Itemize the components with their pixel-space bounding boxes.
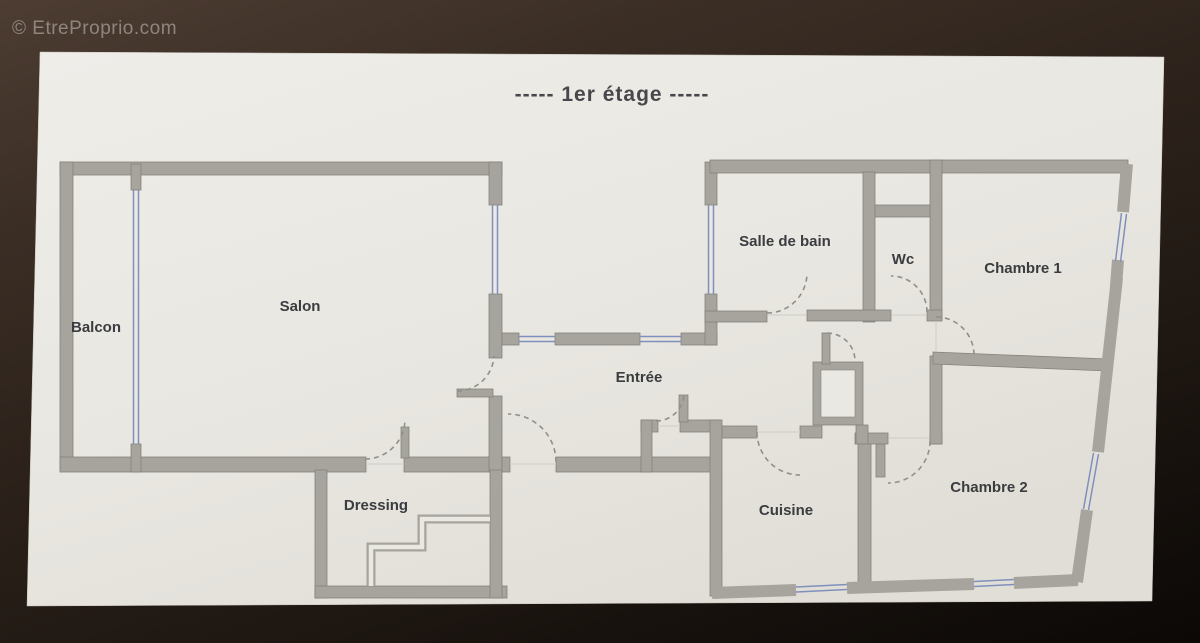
door-arc-chambre2 — [887, 440, 931, 484]
door-arc-salon — [456, 355, 495, 392]
wall-segment — [314, 469, 328, 599]
room-label-cuisine: Cuisine — [759, 502, 813, 519]
doors — [364, 272, 975, 484]
wall-segment — [501, 332, 520, 346]
wall-segment — [711, 584, 797, 599]
wall-segment — [130, 443, 142, 473]
room-label-salle-de-bain: Salle de bain — [739, 233, 831, 250]
wall-segment — [874, 204, 934, 218]
hall-closet-interior — [820, 369, 856, 418]
wall-segment — [555, 456, 718, 473]
wall-segment — [640, 419, 653, 473]
window-chambre2-bottom — [973, 578, 1015, 583]
walls — [59, 159, 1133, 599]
wall-segment — [1117, 163, 1133, 213]
wall-segment — [806, 309, 892, 322]
door-arc-hallway — [826, 332, 856, 362]
window-cuisine-bottom — [795, 583, 848, 588]
room-label-balcon: Balcon — [71, 319, 121, 336]
plan-sheet — [26, 51, 1165, 607]
plan-title: ----- 1er étage ----- — [515, 83, 710, 106]
room-label-salon: Salon — [280, 298, 321, 315]
wall-segment — [857, 443, 872, 593]
door-arc-salle-de-bain — [766, 272, 808, 314]
wall-segment — [1013, 574, 1079, 589]
door-thresholds — [366, 314, 937, 465]
wall-segment — [704, 310, 768, 323]
stairs-tread — [368, 516, 490, 586]
window-chambre1 — [1119, 213, 1128, 263]
door-arc-chambre1 — [935, 316, 975, 356]
watermark: © EtreProprio.com — [12, 18, 178, 39]
window-chambre2-right — [1087, 453, 1100, 511]
wall-segment — [929, 159, 943, 321]
window-cuisine-bottom — [795, 588, 848, 593]
wall-segment — [1071, 509, 1093, 583]
wall-segment — [554, 332, 641, 346]
room-label-chambre1: Chambre 1 — [984, 260, 1062, 277]
windows — [132, 190, 1128, 593]
window-chambre1 — [1114, 212, 1123, 262]
dressing-stairs — [366, 514, 490, 586]
room-label-dressing: Dressing — [344, 497, 408, 514]
wall-segment — [854, 432, 889, 445]
room-label-entree: Entrée — [616, 369, 663, 386]
room-labels: Balcon Salon Entrée Dressing Salle de ba… — [71, 233, 1062, 519]
wall-segment — [926, 309, 943, 322]
door-arc-entree-storage — [507, 413, 557, 463]
room-label-chambre2: Chambre 2 — [950, 479, 1028, 496]
wall-segment — [488, 395, 503, 473]
wall-segment — [1092, 277, 1123, 453]
wall-segment — [314, 585, 508, 599]
room-label-wc: Wc — [892, 251, 915, 268]
wall-segment — [489, 469, 503, 599]
window-chambre2-bottom — [973, 583, 1015, 588]
door-leaf-hallway — [821, 332, 831, 365]
door-arc-niche — [655, 392, 685, 422]
wall-segment — [59, 161, 503, 176]
wall-segment — [709, 159, 1129, 174]
door-arc-wc — [890, 275, 928, 313]
wall-segment — [501, 456, 511, 473]
wall-segment — [403, 456, 503, 473]
wall-segment — [929, 355, 943, 445]
wall-segment — [488, 161, 503, 206]
window-chambre2-right — [1082, 452, 1095, 510]
wall-segment — [709, 419, 723, 597]
wall-segment — [130, 163, 142, 191]
wall-segment — [855, 424, 869, 445]
wall-segment — [862, 171, 876, 323]
door-leaf-salon — [456, 388, 494, 398]
wall-segment — [488, 293, 503, 359]
wall-segment — [59, 161, 74, 471]
wall-segment — [799, 425, 823, 439]
wall-segment — [846, 578, 975, 594]
door-leaf-chambre2 — [875, 443, 886, 478]
door-arc-dressing — [364, 418, 406, 460]
wall-segment — [721, 425, 758, 439]
